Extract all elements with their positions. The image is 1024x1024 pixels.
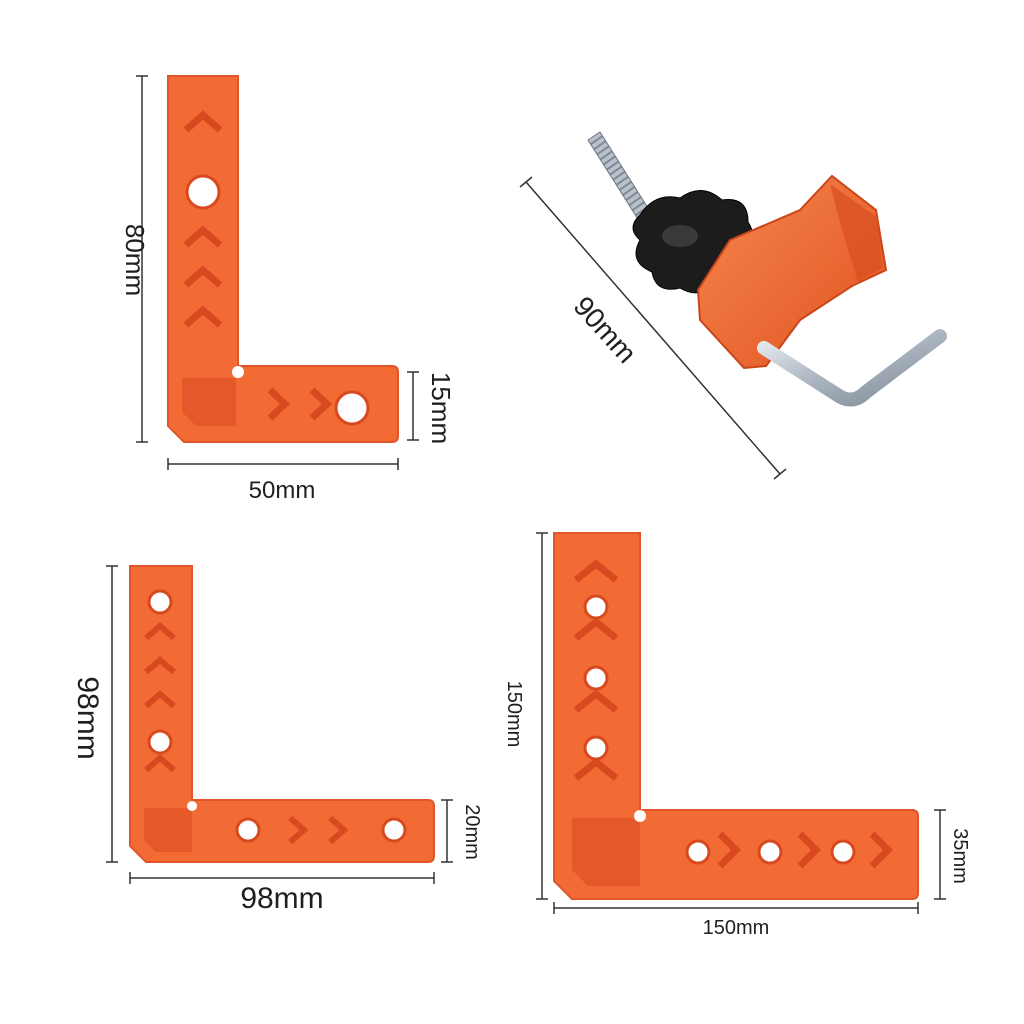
medium-square-hole [147,729,173,755]
medium-square-dimensions [106,565,453,884]
small-square-body [167,75,399,443]
medium-square-hole [147,589,173,615]
large-square-width-label: 150mm [703,917,770,939]
small-square-relief [232,366,244,378]
large-square-arm-label: 35mm [949,828,971,884]
small-square-height-label: 80mm [120,224,150,296]
large-square-chevrons [573,559,893,869]
clamp-l-handle [757,329,947,407]
medium-square-hole [235,817,261,843]
small-square-corner-recess [182,378,236,426]
medium-square-chevrons [144,622,349,845]
clamp-knob-highlight [662,225,698,247]
large-square-relief [634,810,646,822]
large-square-hole [830,839,856,865]
small-square-width-label: 50mm [249,477,316,504]
large-square-hole [583,665,609,691]
medium-square-height-label: 98mm [71,676,104,759]
medium-square-corner-recess [144,808,192,852]
small-square-hole [185,174,221,210]
large-square-hole [685,839,711,865]
small-square-chevrons [183,110,333,421]
medium-square-hole [381,817,407,843]
small-square-dimensions [136,75,419,470]
medium-square-relief [187,801,197,811]
small-square [167,75,399,443]
clamp-body-face [830,184,882,282]
medium-square-width-label: 98mm [240,882,323,915]
clamp-body [696,174,888,370]
large-square-hole [757,839,783,865]
large-square-height-label: 150mm [503,681,525,748]
large-square [553,532,919,900]
small-square-hole [334,390,370,426]
large-square-hole [583,594,609,620]
medium-square [129,565,435,863]
clamp [587,131,947,407]
large-square-dimensions [536,532,946,914]
clamp-dimensions [519,176,787,480]
medium-square-arm-label: 20mm [461,804,483,860]
small-square-arm-label: 15mm [426,372,456,444]
large-square-corner-recess [572,818,640,886]
large-square-hole [583,735,609,761]
